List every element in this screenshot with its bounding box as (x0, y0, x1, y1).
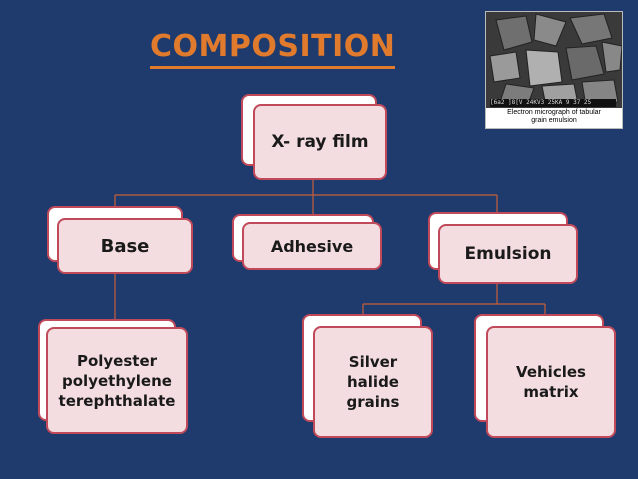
slide-title: COMPOSITION (150, 28, 396, 69)
micrograph-caption: Electron micrograph of tabular grain emu… (486, 108, 622, 128)
node-polyester: Polyester polyethylene terephthalate (38, 319, 188, 434)
node-adhesive-label: Adhesive (242, 222, 382, 270)
node-vehicles-matrix: Vehicles matrix (474, 314, 616, 438)
node-adhesive: Adhesive (232, 214, 382, 270)
node-emulsion-label: Emulsion (438, 224, 578, 284)
node-emulsion: Emulsion (428, 212, 578, 284)
node-vehicles-matrix-label: Vehicles matrix (486, 326, 616, 438)
electron-micrograph-image: [6a2 ]8[V 24KV3 25KA 9 37 25 Electron mi… (485, 11, 623, 129)
node-silver-halide-label: Silver halide grains (313, 326, 433, 438)
node-base-label: Base (57, 218, 193, 274)
micrograph-scale-label: [6a2 ]8[V 24KV3 25KA 9 37 25 (490, 99, 616, 107)
node-polyester-label: Polyester polyethylene terephthalate (46, 327, 188, 434)
node-base: Base (47, 206, 193, 274)
node-xray-film: X- ray film (241, 94, 387, 180)
node-xray-film-label: X- ray film (253, 104, 387, 180)
node-silver-halide: Silver halide grains (302, 314, 433, 438)
